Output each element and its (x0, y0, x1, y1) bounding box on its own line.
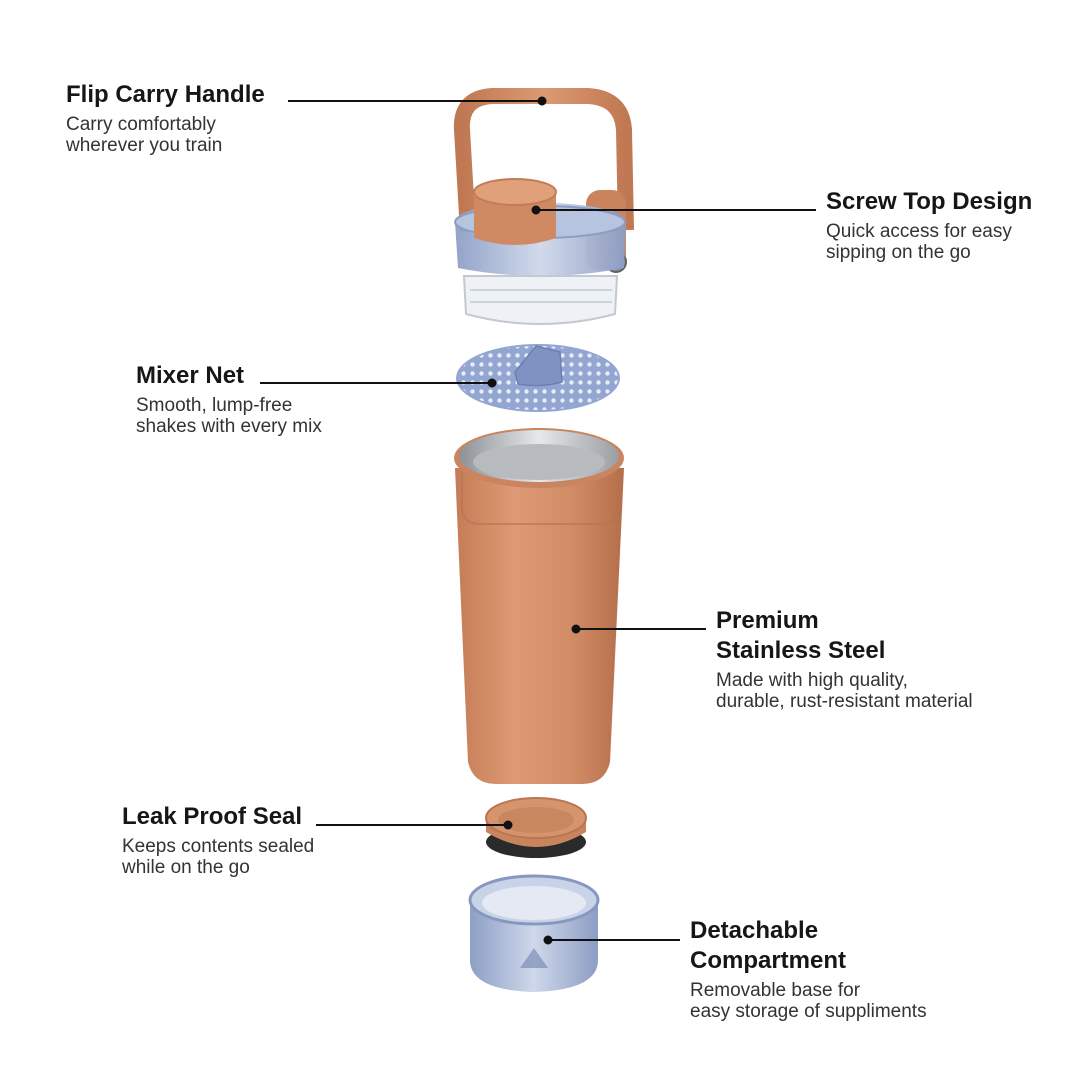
label-title: Stainless Steel (716, 637, 886, 664)
label-desc: Removable base for (690, 980, 861, 1001)
label-title: Premium (716, 607, 819, 634)
label-desc: sipping on the go (826, 242, 971, 263)
label-mixer-net: Mixer Net Smooth, lump-free shakes with … (136, 361, 322, 437)
label-desc: wherever you train (66, 135, 223, 156)
label-desc: easy storage of suppliments (690, 1001, 927, 1022)
label-title: Mixer Net (136, 362, 245, 389)
leak-proof-seal (485, 797, 587, 858)
screw-top-lid (454, 178, 626, 325)
label-desc: while on the go (122, 857, 250, 878)
detachable-compartment (468, 874, 600, 992)
label-desc: Carry comfortably (66, 114, 216, 135)
callout-lines (260, 96, 816, 945)
label-desc: Smooth, lump-free (136, 395, 293, 416)
label-premium-stainless-steel: Premium Stainless Steel Made with high q… (716, 606, 973, 712)
label-leak-proof-seal: Leak Proof Seal Keeps contents sealed wh… (122, 802, 314, 878)
label-desc: Made with high quality, (716, 670, 908, 691)
label-detachable-compartment: Detachable Compartment Removable base fo… (690, 916, 927, 1022)
label-desc: Quick access for easy (826, 221, 1012, 242)
mixer-net (456, 344, 620, 412)
label-title: Compartment (690, 947, 847, 974)
label-desc: Keeps contents sealed (122, 836, 315, 857)
label-title: Screw Top Design (826, 188, 1033, 215)
label-screw-top-design: Screw Top Design Quick access for easy s… (826, 187, 1032, 263)
label-flip-carry-handle: Flip Carry Handle Carry comfortably wher… (66, 80, 265, 156)
label-title: Detachable (690, 917, 819, 944)
stainless-steel-body (454, 428, 624, 784)
label-desc: durable, rust-resistant material (716, 691, 973, 712)
label-title: Flip Carry Handle (66, 81, 265, 108)
label-desc: shakes with every mix (136, 416, 322, 437)
label-title: Leak Proof Seal (122, 803, 303, 830)
